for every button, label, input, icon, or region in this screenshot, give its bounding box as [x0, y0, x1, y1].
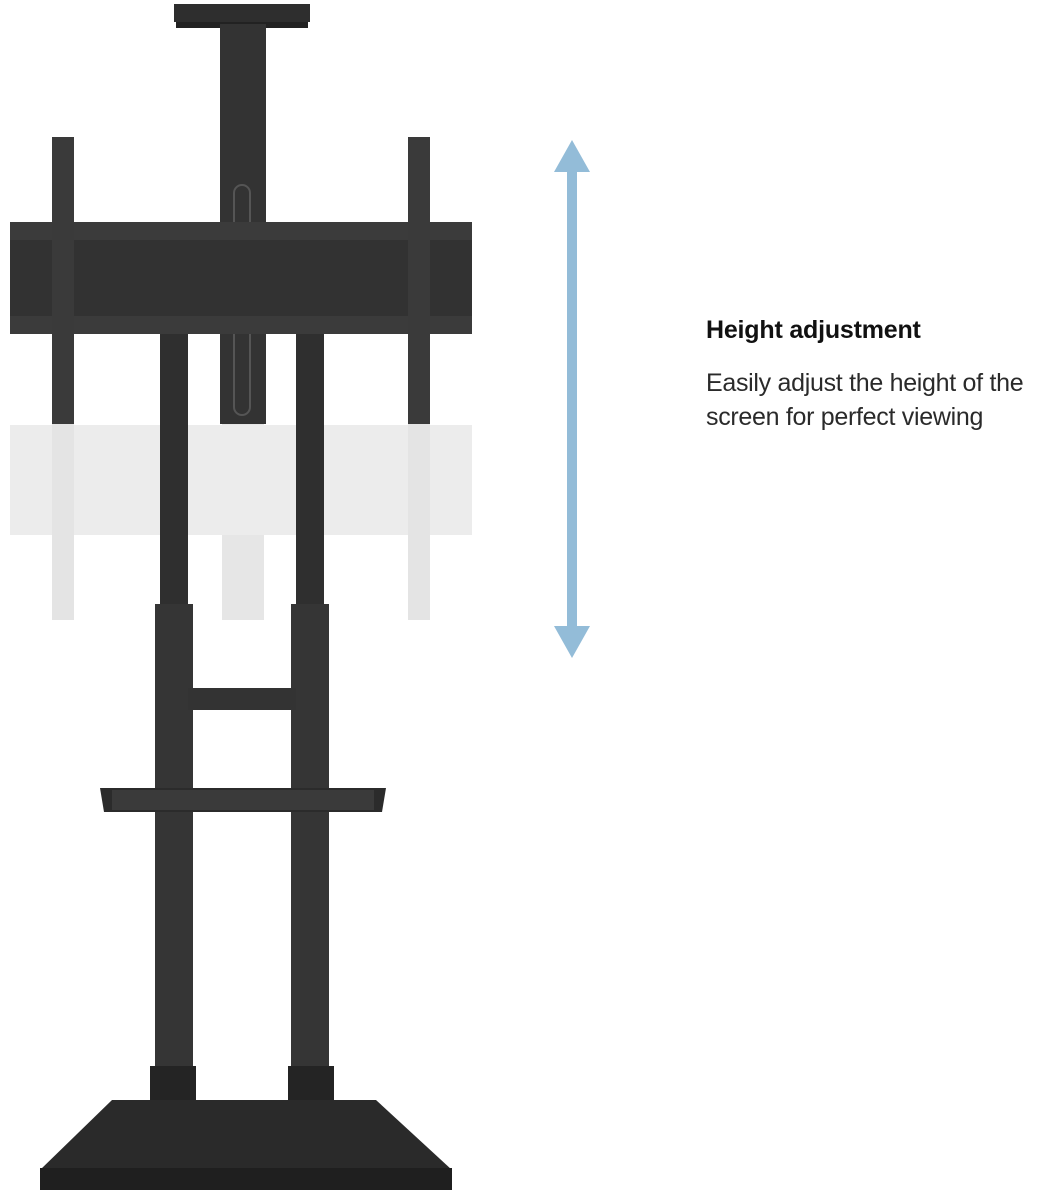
- accessory-shelf: [100, 788, 386, 812]
- feature-title: Height adjustment: [706, 316, 921, 344]
- stand-base: [40, 1066, 452, 1190]
- feature-callout: Height adjustment Easily adjust the heig…: [706, 316, 1050, 434]
- support-poles: [155, 330, 329, 1120]
- lowered-position-ghost: [10, 420, 472, 620]
- top-camera-shelf: [174, 4, 310, 424]
- vesa-bracket: [10, 137, 472, 424]
- vertical-double-arrow-icon: [554, 140, 590, 658]
- feature-description: Easily adjust the height of the screen f…: [706, 369, 1024, 431]
